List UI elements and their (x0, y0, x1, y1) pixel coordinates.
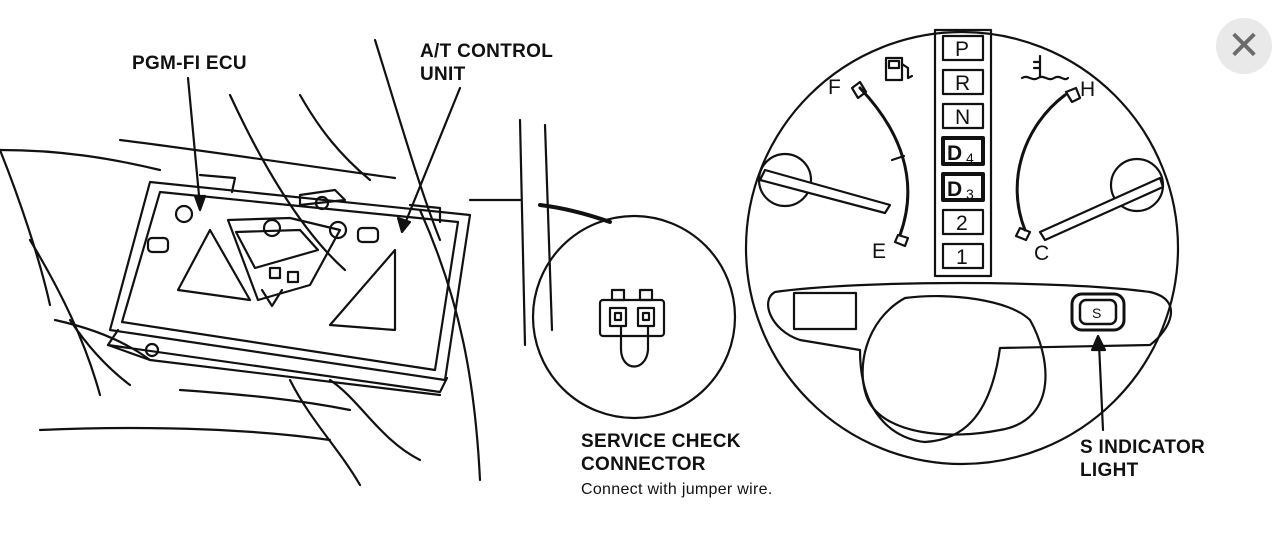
gear-indicator-panel (933, 28, 993, 278)
pgm-fi-ecu-box (106, 173, 472, 397)
at-control-leader-line (402, 86, 462, 228)
temp-cold-letter: C (1034, 242, 1049, 265)
ecu-leader-arrow (193, 194, 207, 212)
center-warning-window (861, 294, 1047, 436)
gear-d3: D (947, 178, 962, 201)
close-icon: ✕ (1227, 24, 1261, 68)
s-indicator-light-label: S INDICATOR LIGHT (1080, 437, 1206, 481)
gear-1: 1 (956, 246, 968, 269)
lower-warning-panel (767, 281, 1172, 444)
connector-cable (538, 203, 612, 224)
gear-2: 2 (956, 212, 968, 235)
gear-d3-sub: 3 (966, 186, 974, 202)
jumper-wire (619, 325, 650, 368)
coolant-temperature-icon (1020, 54, 1070, 81)
gear-r: R (955, 72, 970, 95)
at-control-leader-arrow (396, 216, 412, 234)
dashboard-outline (0, 38, 554, 487)
at-control-unit-label: A/T CONTROL UNIT (420, 41, 554, 85)
service-check-connector-label: SERVICE CHECK CONNECTOR (581, 431, 741, 475)
s-indicator-letter: S (1092, 305, 1101, 321)
ecu-leader-line (186, 76, 202, 208)
gear-p: P (955, 38, 969, 61)
s-indicator-leader-line (1097, 342, 1105, 432)
gear-n: N (955, 106, 970, 129)
fuel-pump-icon (884, 56, 914, 82)
instrument-cluster (744, 28, 1180, 466)
close-button[interactable]: ✕ (1216, 18, 1272, 74)
temperature-needle (1038, 176, 1165, 242)
s-indicator-housing (1070, 292, 1126, 332)
connector-note: Connect with jumper wire. (581, 481, 773, 498)
fuel-full-letter: F (828, 76, 841, 99)
service-check-connector-bubble (531, 214, 737, 420)
s-indicator-leader-arrow (1090, 334, 1107, 352)
gear-d4-sub: 4 (966, 150, 974, 166)
pgm-fi-ecu-label: PGM-FI ECU (132, 53, 247, 74)
gear-d4: D (947, 142, 962, 165)
fuel-needle (758, 168, 892, 215)
temp-hot-letter: H (1080, 78, 1095, 101)
fuel-empty-letter: E (872, 240, 886, 263)
left-warning-lamp (792, 291, 858, 331)
